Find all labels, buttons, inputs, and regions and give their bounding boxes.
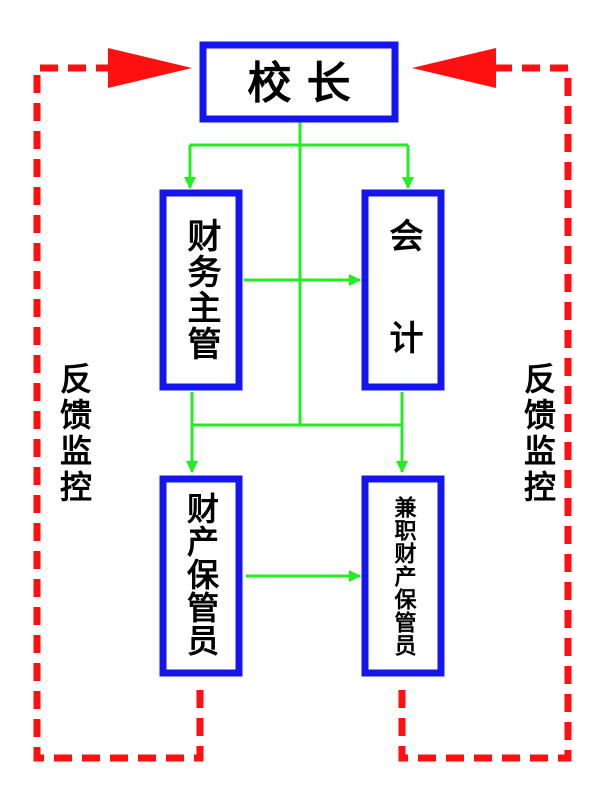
- node-principal: 校 长: [199, 41, 399, 123]
- property-keeper-label: 财产保管员: [182, 492, 220, 657]
- principal-label: 校 长: [247, 58, 350, 109]
- flow-lines: [184, 122, 414, 582]
- part-time-keeper-label: 兼职财产保管员: [391, 495, 418, 657]
- feedback-label-right: 反馈监控: [519, 362, 557, 506]
- feedback-loop-left: [33, 48, 204, 762]
- finance-head-label: 财务主管: [181, 218, 221, 362]
- accountant-label: 会计: [383, 218, 423, 422]
- feedback-loop-right: [398, 48, 572, 762]
- node-property-keeper: 财产保管员: [159, 475, 243, 677]
- node-part-time-keeper: 兼职财产保管员: [361, 475, 445, 677]
- node-finance-head: 财务主管: [159, 189, 243, 391]
- feedback-arrow-right-icon: [412, 48, 496, 88]
- node-accountant: 会计: [361, 189, 445, 422]
- feedback-label-left: 反馈监控: [55, 362, 93, 506]
- feedback-arrow-left-icon: [108, 48, 192, 88]
